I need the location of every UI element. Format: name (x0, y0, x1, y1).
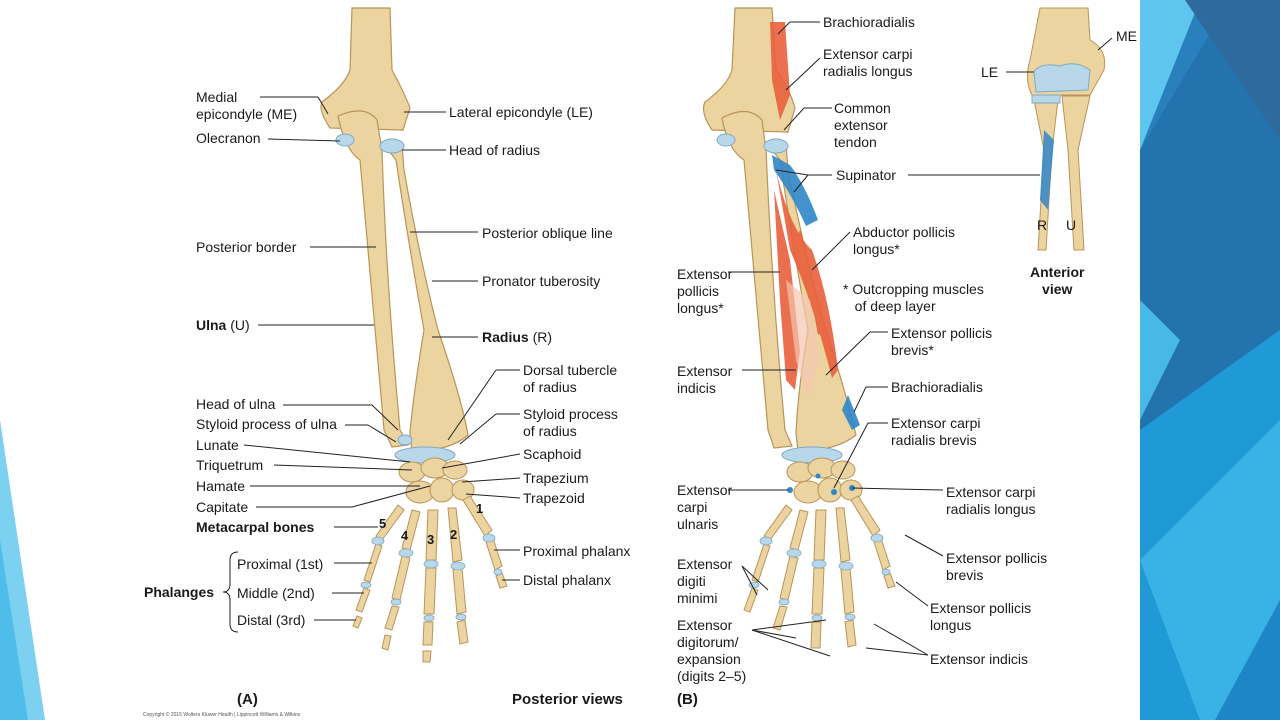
label-ecrl-top: Extensor carpi radialis longus (823, 46, 913, 79)
label-brachioradialis-mid: Brachioradialis (891, 379, 983, 395)
label-trapezoid: Trapezoid (523, 490, 585, 506)
label-extensor-digitorum: Extensor digitorum/ expansion (digits 2–… (677, 617, 747, 684)
label-posterior-oblique-line: Posterior oblique line (482, 225, 613, 241)
inset-label-me: ME (1116, 28, 1137, 44)
label-ecrl-right: Extensor carpi radialis longus (946, 484, 1036, 517)
inset-label-r: R (1037, 217, 1048, 233)
label-abductor-pollicis-longus: Abductor pollicis longus* (853, 224, 955, 257)
inset-label-u: U (1066, 217, 1077, 233)
label-lateral-epicondyle: Lateral epicondyle (LE) (449, 104, 593, 120)
label-styloid-radius: Styloid process of radius (523, 406, 618, 439)
label-proximal-phalanx: Proximal phalanx (523, 543, 631, 559)
label-distal-phalanx: Distal phalanx (523, 572, 611, 588)
label-posterior-border: Posterior border (196, 239, 297, 255)
label-distal-3rd: Distal (3rd) (237, 612, 306, 628)
label-radius: Radius (R) (482, 329, 552, 346)
label-capitate: Capitate (196, 499, 249, 515)
label-lunate: Lunate (196, 437, 239, 453)
ulna-abbr: (U) (226, 317, 250, 333)
label-phalanges: Phalanges (144, 584, 215, 600)
digit-number-1: 1 (476, 501, 484, 516)
radius-abbr: (R) (528, 329, 553, 345)
label-ecrb: Extensor carpi radialis brevis (891, 415, 981, 448)
digit-number-3: 3 (427, 532, 435, 547)
panel-b-letter: (B) (677, 691, 698, 708)
digit-number-4: 4 (401, 528, 409, 543)
label-pronator-tuberosity: Pronator tuberosity (482, 273, 601, 289)
label-olecranon: Olecranon (196, 130, 261, 146)
label-medial-epicondyle: Medial epicondyle (ME) (196, 89, 298, 122)
inset-caption: Anterior view (1030, 264, 1085, 297)
label-dorsal-tubercle: Dorsal tubercle of radius (523, 362, 618, 395)
label-head-of-radius: Head of radius (449, 142, 541, 158)
label-middle-2nd: Middle (2nd) (237, 585, 315, 601)
label-edm: Extensor digiti minimi (677, 556, 733, 606)
label-common-extensor-tendon: Common extensor tendon (834, 100, 891, 150)
panel-a-letter: (A) (237, 691, 258, 708)
ulna-name: Ulna (196, 317, 227, 333)
digit-number-2: 2 (450, 527, 458, 542)
label-brachioradialis-top: Brachioradialis (823, 14, 915, 30)
label-epb-mid: Extensor pollicis brevis* (891, 325, 993, 358)
label-ulna: Ulna (U) (196, 317, 250, 334)
label-trapezium: Trapezium (523, 470, 589, 486)
label-ecu: Extensor carpi ulnaris (677, 482, 733, 532)
label-styloid-ulna: Styloid process of ulna (196, 416, 337, 432)
digit-number-5: 5 (379, 516, 387, 531)
label-hamate: Hamate (196, 478, 246, 494)
label-extensor-indicis-left: Extensor indicis (677, 363, 733, 396)
label-scaphoid: Scaphoid (523, 446, 582, 462)
label-epl-left: Extensor pollicis longus* (677, 266, 733, 316)
label-epl-right: Extensor pollicis longus (930, 600, 1032, 633)
label-epb-right: Extensor pollicis brevis (946, 550, 1048, 583)
label-triquetrum: Triquetrum (196, 457, 264, 473)
label-head-of-ulna: Head of ulna (196, 396, 276, 412)
label-supinator: Supinator (836, 167, 896, 183)
panel-a-caption: Posterior views (512, 691, 623, 708)
label-extensor-indicis-right: Extensor indicis (930, 651, 1029, 667)
label-proximal-1st: Proximal (1st) (237, 556, 324, 572)
label-metacarpal-bones: Metacarpal bones (196, 519, 315, 535)
label-outcropping-note: * Outcropping muscles of deep layer (843, 281, 984, 314)
inset-label-le: LE (981, 64, 999, 80)
radius-name: Radius (482, 329, 529, 345)
copyright: Copyright © 2015 Wolters Kluwer Health |… (143, 712, 301, 718)
